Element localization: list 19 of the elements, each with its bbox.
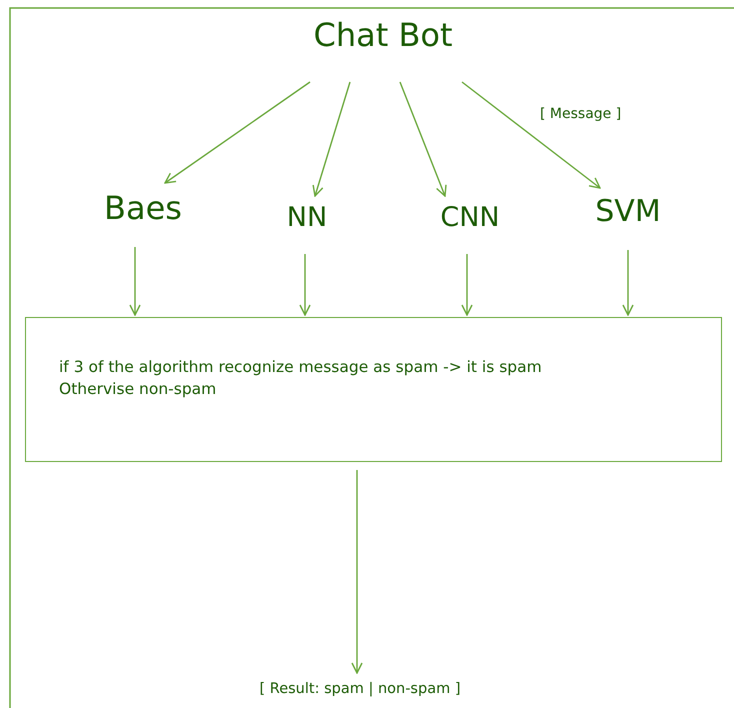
title-text: Chat Bot: [313, 15, 453, 56]
rule-text: if 3 of the algorithm recognize message as spam -> it is spam: [59, 357, 543, 378]
arrow: [312, 82, 351, 197]
algorithm-label: NN: [286, 201, 328, 235]
arrow: [462, 81, 601, 189]
algorithm-label: SVM: [595, 193, 661, 231]
arrow: [399, 82, 447, 197]
arrow: [299, 254, 311, 316]
arrow: [129, 247, 141, 316]
arrow: [461, 254, 473, 316]
rule-text: Othervise non-spam: [59, 379, 218, 400]
algorithm-label: CNN: [440, 201, 500, 235]
algorithm-label: Baes: [104, 188, 182, 229]
edge-note: [ Message ]: [540, 106, 622, 122]
arrow: [164, 81, 310, 184]
decision-box: [25, 317, 722, 462]
arrow: [622, 250, 634, 316]
arrow: [351, 470, 363, 674]
result-text: [ Result: spam | non-spam ]: [260, 680, 460, 699]
